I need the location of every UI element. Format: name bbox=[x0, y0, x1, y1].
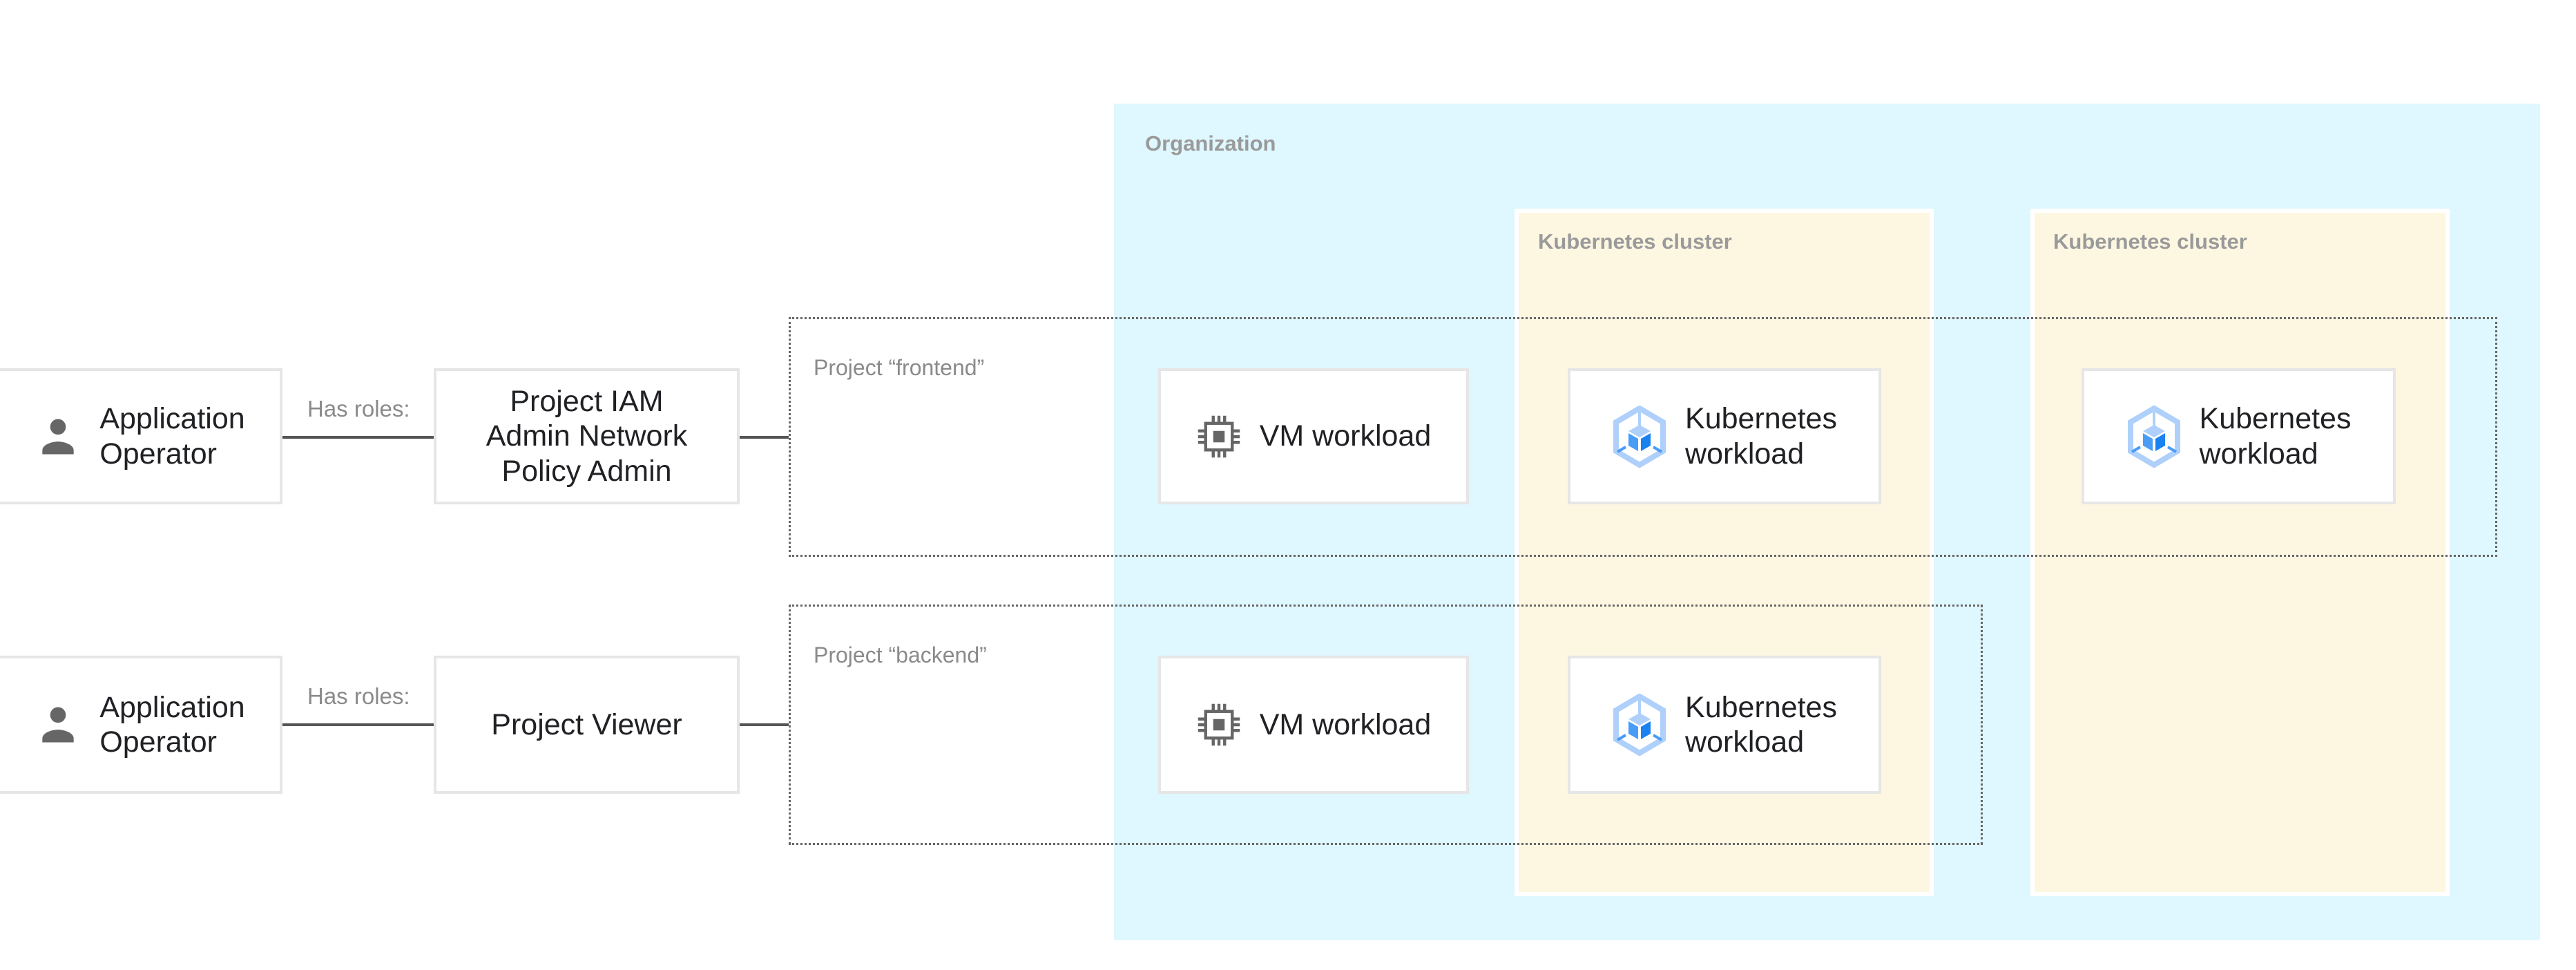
role-line: Project Viewer bbox=[491, 707, 682, 741]
operator-line1: Application bbox=[99, 690, 245, 724]
k8s-line1: Kubernetes bbox=[1685, 402, 1837, 436]
project-backend bbox=[789, 605, 1983, 845]
person-icon bbox=[35, 413, 81, 460]
kubernetes-cluster-2 bbox=[2030, 209, 2450, 896]
connector-line bbox=[740, 436, 789, 439]
role-box-2: Project Viewer bbox=[434, 656, 740, 794]
connector-line bbox=[740, 723, 789, 726]
role-line: Admin Network bbox=[486, 419, 688, 453]
has-roles-label: Has roles: bbox=[307, 396, 410, 421]
kubernetes-icon bbox=[1612, 405, 1667, 468]
organization-label: Organization bbox=[1145, 131, 1276, 155]
operator-line1: Application bbox=[99, 402, 245, 436]
operator-line2: Operator bbox=[99, 437, 218, 470]
chip-icon bbox=[1196, 702, 1242, 748]
k8s-line1: Kubernetes bbox=[2199, 402, 2352, 436]
connector-line bbox=[282, 436, 434, 439]
vm-workload-label: VM workload bbox=[1259, 419, 1432, 453]
operator-line2: Operator bbox=[99, 725, 218, 759]
k8s-line2: workload bbox=[1685, 725, 1805, 759]
cluster-1-label: Kubernetes cluster bbox=[1538, 229, 1732, 254]
vm-workload-frontend: VM workload bbox=[1158, 368, 1469, 504]
role-line: Project IAM bbox=[510, 385, 664, 419]
person-icon bbox=[35, 701, 81, 748]
project-frontend bbox=[789, 317, 2497, 557]
vm-workload-backend: VM workload bbox=[1158, 656, 1469, 794]
project-backend-label: Project “backend” bbox=[814, 643, 987, 667]
chip-icon bbox=[1196, 414, 1242, 459]
k8s-line2: workload bbox=[1685, 437, 1805, 470]
vm-workload-label: VM workload bbox=[1259, 707, 1432, 741]
kubernetes-icon bbox=[1612, 694, 1667, 756]
role-line: Policy Admin bbox=[501, 454, 672, 488]
k8s-line1: Kubernetes bbox=[1685, 690, 1837, 724]
k8s-line2: workload bbox=[2199, 437, 2318, 470]
kubernetes-icon bbox=[2126, 405, 2182, 468]
has-roles-label: Has roles: bbox=[307, 683, 410, 709]
connector-line bbox=[282, 723, 434, 726]
cluster-2-label: Kubernetes cluster bbox=[2053, 229, 2247, 254]
project-frontend-label: Project “frontend” bbox=[814, 355, 985, 380]
